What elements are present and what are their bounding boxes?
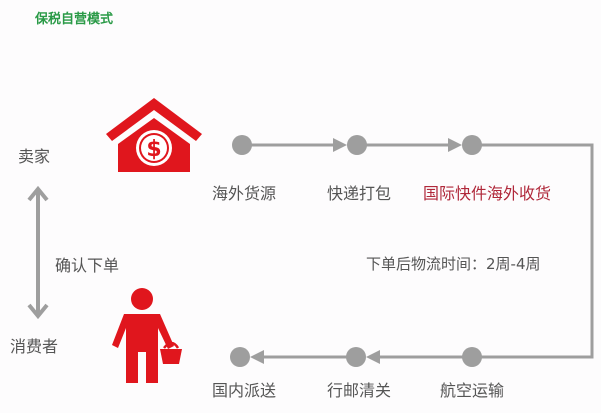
arrow-right-icon xyxy=(448,138,462,152)
arrow-left-icon xyxy=(366,350,380,364)
step-customs-clearance: 行邮清关 xyxy=(327,381,392,400)
arrow-right-icon xyxy=(333,138,347,152)
step-intl-express-receive: 国际快件海外收货 xyxy=(423,184,552,203)
person-basket-icon xyxy=(112,288,182,383)
logistics-time: 下单后物流时间：2周-4周 xyxy=(366,255,541,273)
arrow-left-icon xyxy=(250,350,264,364)
svg-text:$: $ xyxy=(146,137,161,162)
step-express-packing: 快递打包 xyxy=(327,184,392,203)
house-dollar-icon: $ xyxy=(106,98,202,172)
step-overseas-source: 海外货源 xyxy=(212,184,277,203)
step-air-transport: 航空运输 xyxy=(440,381,505,400)
double-arrow-icon xyxy=(27,185,49,320)
page-title: 保税自营模式 xyxy=(35,12,114,27)
seller-label: 卖家 xyxy=(18,147,51,166)
consumer-label: 消费者 xyxy=(10,337,59,356)
confirm-order-label: 确认下单 xyxy=(55,256,120,275)
step-domestic-delivery: 国内派送 xyxy=(212,381,277,400)
